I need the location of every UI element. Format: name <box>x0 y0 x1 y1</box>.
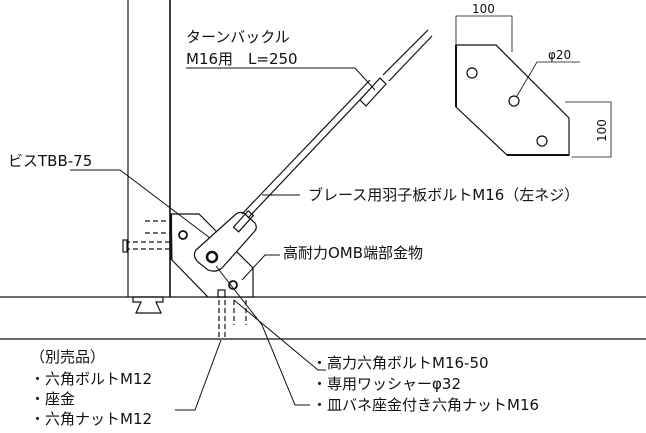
sold-separately-item: ・六角ナットM12 <box>30 410 152 428</box>
sold-separately-item: ・六角ボルトM12 <box>30 370 152 388</box>
included-item: ・皿バネ座金付き六角ナットM16 <box>312 396 539 414</box>
dim-height: 100 <box>595 119 609 142</box>
sold-separately-title: （別売品） <box>30 348 105 366</box>
screw-label: ビスTBB-75 <box>8 152 92 170</box>
bolt-head <box>122 239 128 253</box>
plate-detail: 100 100 φ20 <box>455 2 612 158</box>
hole-diameter: φ20 <box>548 48 571 62</box>
column-base <box>132 296 164 314</box>
dim-width: 100 <box>472 2 495 16</box>
bolt-head <box>217 289 226 298</box>
included-item: ・高力六角ボルトM16-50 <box>312 354 489 372</box>
plate-slot <box>232 209 255 233</box>
turnbuckle-spec: M16用 L=250 <box>186 50 298 68</box>
included-item: ・専用ワッシャーφ32 <box>312 375 461 393</box>
plate-bolt <box>205 250 219 264</box>
turnbuckle-label: ターンバックル <box>186 28 290 46</box>
bracket-hole <box>228 280 238 290</box>
omb-label: 高耐力OMB端部金物 <box>283 244 423 262</box>
brace-bolt-label: ブレース用羽子板ボルトM16（左ネジ） <box>308 186 579 204</box>
screw-dashes <box>125 220 247 340</box>
leader-lines <box>70 67 376 411</box>
sold-separately-item: ・座金 <box>30 390 75 408</box>
turnbuckle <box>359 77 387 107</box>
bracket-hole <box>178 230 188 240</box>
